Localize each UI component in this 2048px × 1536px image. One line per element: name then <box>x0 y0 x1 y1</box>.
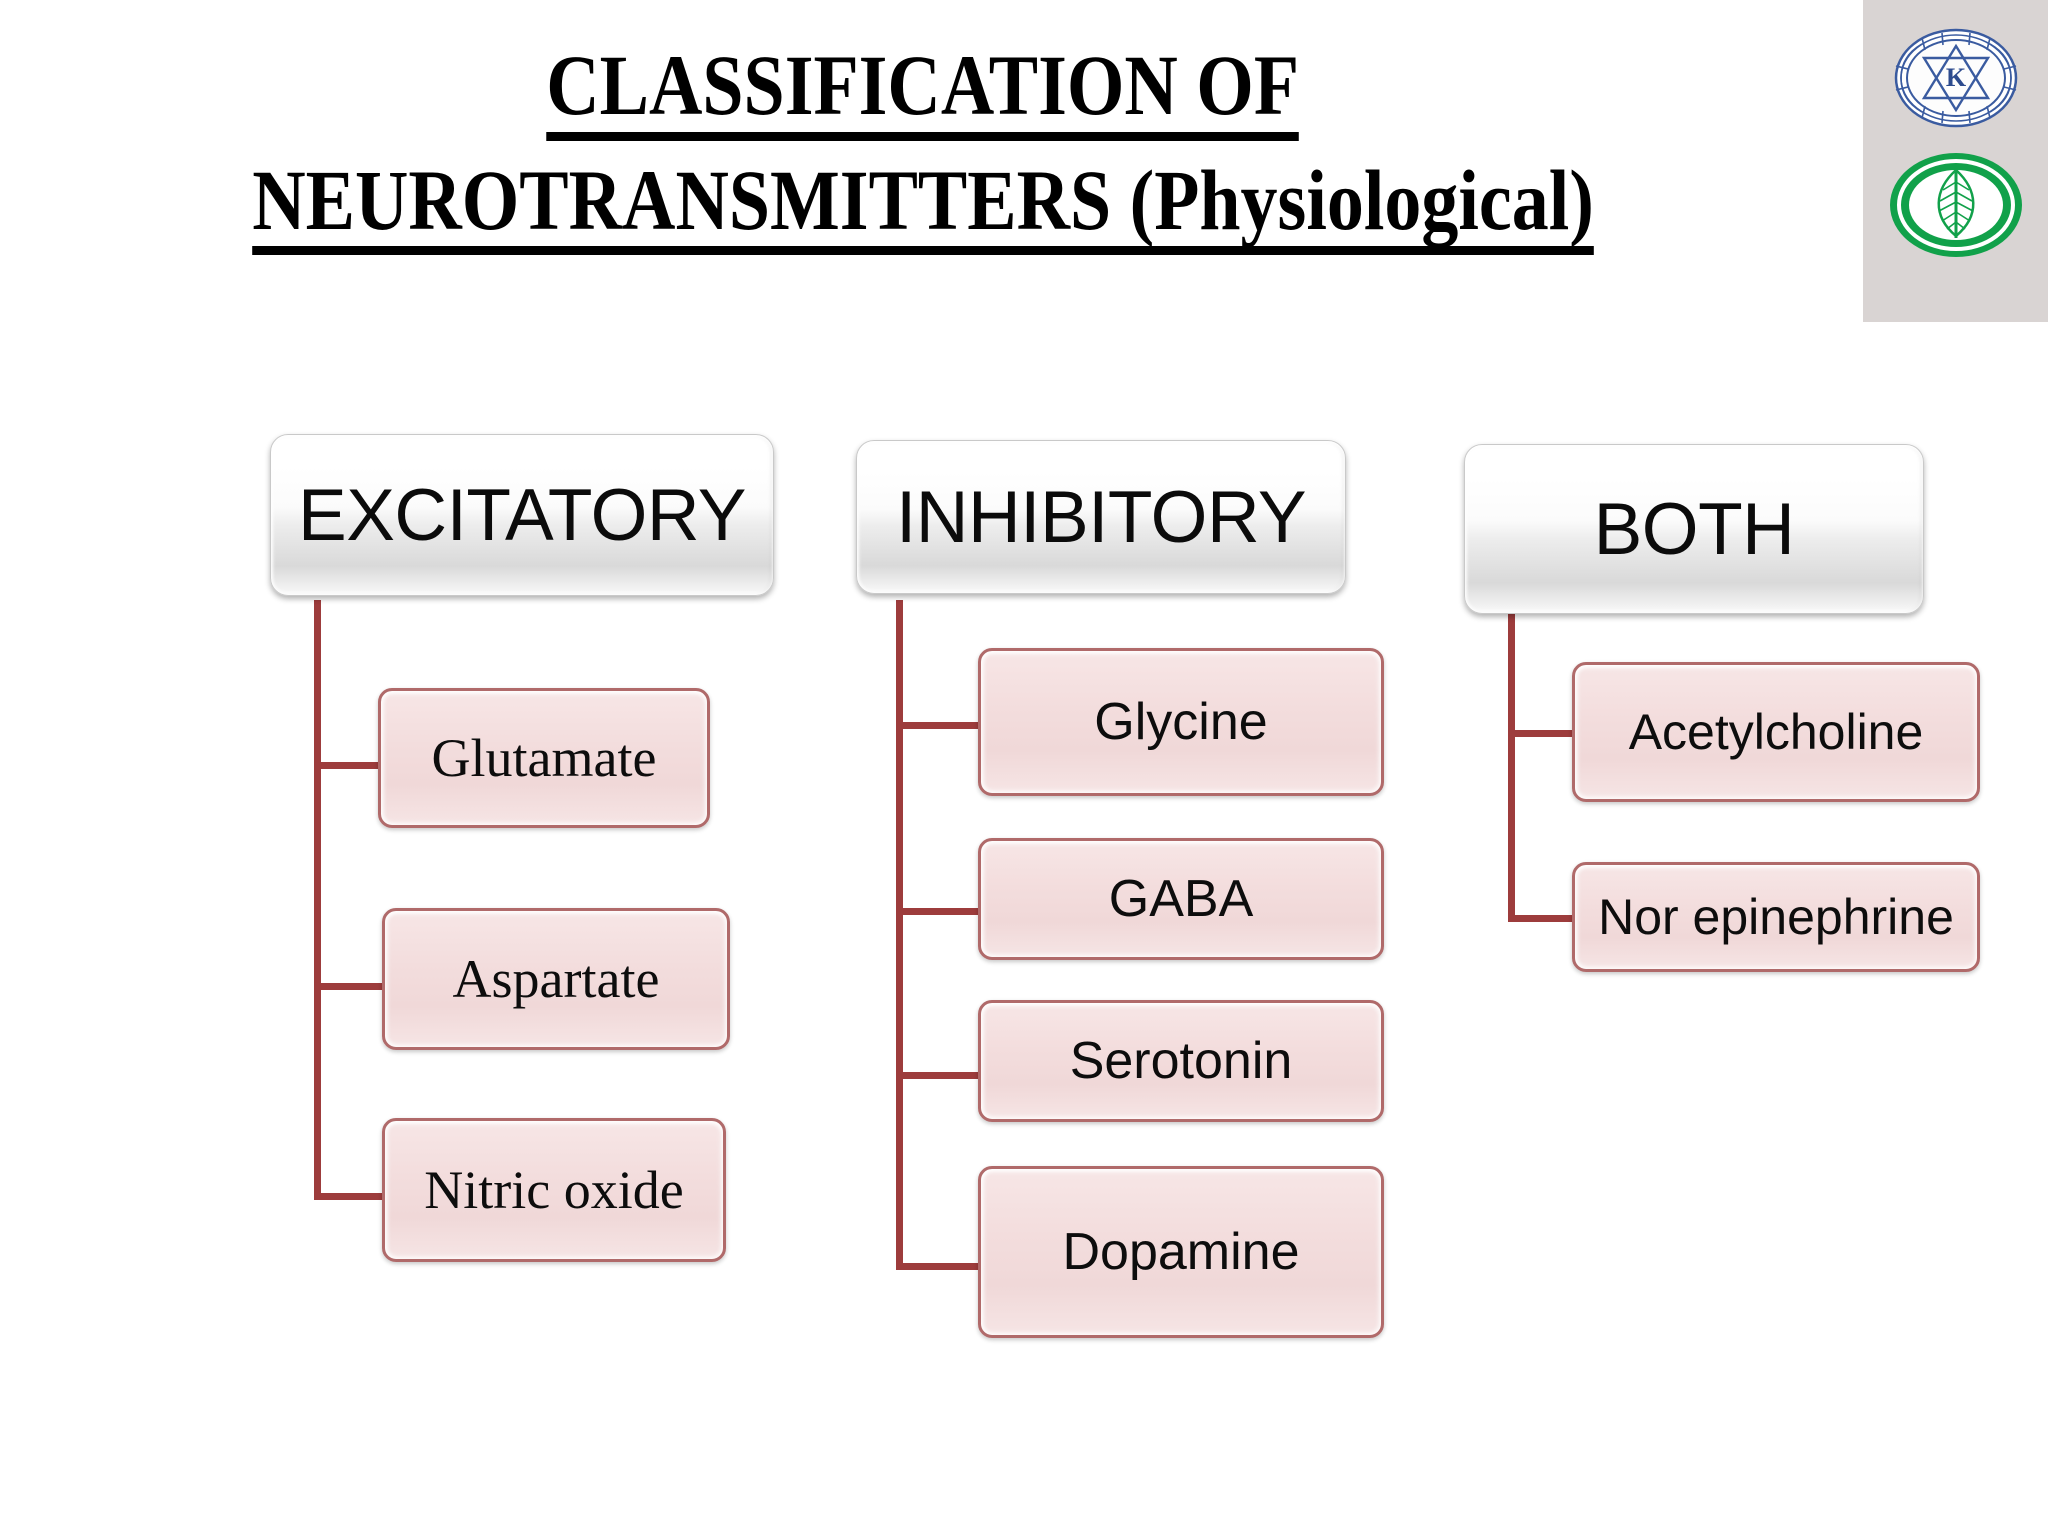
page-title: CLASSIFICATION OF NEUROTRANSMITTERS (Phy… <box>0 41 1846 256</box>
connector-stub-nor-epinephrine <box>1508 915 1578 922</box>
leaf-box-glutamate[interactable]: Glutamate <box>378 688 710 828</box>
connector-stub-dopamine <box>896 1263 984 1270</box>
green-leaf-logo <box>1889 153 2022 257</box>
leaf-box-dopamine[interactable]: Dopamine <box>978 1166 1384 1338</box>
header-label-excitatory: EXCITATORY <box>298 474 746 556</box>
header-box-both[interactable]: BOTH <box>1464 444 1924 614</box>
connector-trunk-inhibitory <box>896 600 903 1270</box>
connector-stub-acetylcholine <box>1508 730 1578 737</box>
leaf-box-glycine[interactable]: Glycine <box>978 648 1384 796</box>
leaf-label-aspartate: Aspartate <box>452 949 660 1009</box>
leaf-box-nitric-oxide[interactable]: Nitric oxide <box>382 1118 726 1262</box>
header-box-excitatory[interactable]: EXCITATORY <box>270 434 774 596</box>
header-label-both: BOTH <box>1593 488 1795 570</box>
leaf-label-nor-epinephrine: Nor epinephrine <box>1598 889 1954 945</box>
title-line-2: NEUROTRANSMITTERS (Physiological) <box>252 156 1594 256</box>
connector-stub-glutamate <box>314 762 384 769</box>
leaf-box-nor-epinephrine[interactable]: Nor epinephrine <box>1572 862 1980 972</box>
leaf-box-acetylcholine[interactable]: Acetylcholine <box>1572 662 1980 802</box>
leaf-label-serotonin: Serotonin <box>1069 1032 1293 1090</box>
connector-stub-gaba <box>896 908 984 915</box>
academic-seal-logo: K <box>1894 28 2017 128</box>
connector-stub-glycine <box>896 722 984 729</box>
leaf-label-glutamate: Glutamate <box>431 728 657 788</box>
leaf-box-gaba[interactable]: GABA <box>978 838 1384 960</box>
leaf-label-gaba: GABA <box>1108 870 1254 928</box>
leaf-label-acetylcholine: Acetylcholine <box>1628 704 1924 760</box>
leaf-label-dopamine: Dopamine <box>1062 1223 1300 1281</box>
connector-trunk-excitatory <box>314 600 321 1200</box>
connector-stub-aspartate <box>314 983 384 990</box>
svg-text:K: K <box>1945 63 1966 92</box>
leaf-label-glycine: Glycine <box>1094 693 1268 751</box>
header-label-inhibitory: INHIBITORY <box>895 476 1307 558</box>
leaf-box-serotonin[interactable]: Serotonin <box>978 1000 1384 1122</box>
header-box-inhibitory[interactable]: INHIBITORY <box>856 440 1346 594</box>
leaf-box-aspartate[interactable]: Aspartate <box>382 908 730 1050</box>
logo-panel: K <box>1863 0 2048 322</box>
title-line-1: CLASSIFICATION OF <box>546 41 1300 141</box>
connector-stub-serotonin <box>896 1072 984 1079</box>
connector-trunk-both <box>1508 600 1515 922</box>
connector-stub-nitric-oxide <box>314 1193 384 1200</box>
leaf-label-nitric-oxide: Nitric oxide <box>424 1160 684 1220</box>
